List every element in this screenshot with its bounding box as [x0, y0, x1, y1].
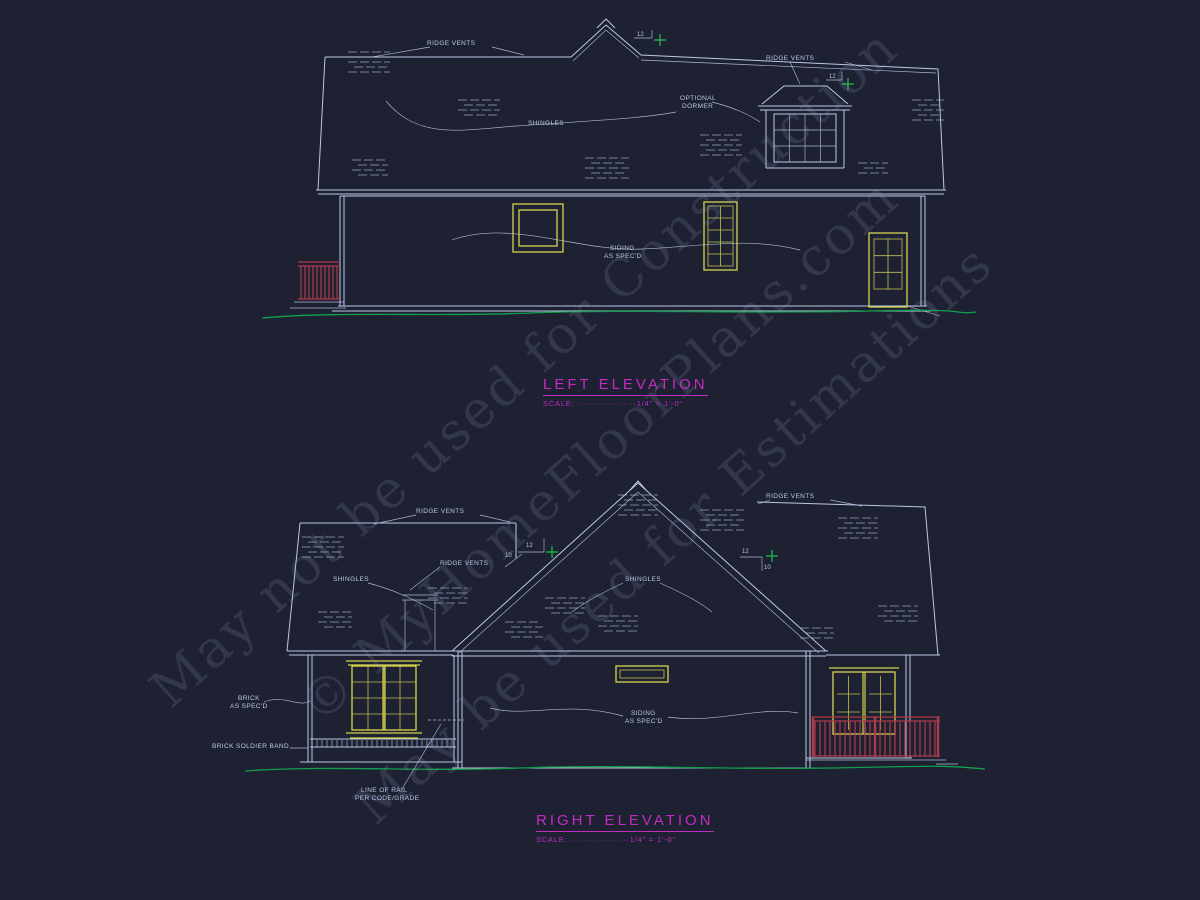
label-shingles-2: SHINGLES	[625, 576, 661, 583]
ground-line	[261, 309, 977, 319]
chimney	[402, 594, 438, 651]
pitch-cross-left	[546, 546, 558, 558]
porch-steps	[290, 301, 346, 309]
square-window-outer	[512, 203, 564, 253]
right-elevation-title-block: RIGHT ELEVATION SCALE: ·················…	[536, 812, 714, 844]
shingle-hatch-patches	[348, 51, 944, 179]
pitch-flag-right	[740, 556, 763, 571]
soldier-band-ticks	[311, 740, 453, 747]
gable-outline	[450, 482, 828, 657]
ridge-vents-leaders-right	[789, 61, 873, 85]
transom-window-outer	[615, 665, 669, 683]
label-siding-spec: AS SPEC'D	[625, 718, 663, 725]
deck-floor	[806, 759, 958, 765]
wall-outline	[332, 195, 931, 312]
label-ridge-vents-1: RIDGE VENTS	[416, 508, 465, 515]
label-optional: OPTIONAL	[680, 95, 716, 102]
tall-window-grid	[708, 206, 733, 266]
gable-inner-rake	[458, 491, 820, 654]
porch-rail	[298, 261, 340, 300]
eave-fascia	[316, 189, 946, 195]
ridge-vents-leaders-left	[371, 46, 525, 58]
pitch-run-left: 10	[505, 553, 512, 559]
label-dormer: DORMER	[682, 103, 713, 110]
label-ridge-vents-3: RIDGE VENTS	[440, 560, 489, 567]
shingles2-leaders	[571, 582, 713, 613]
label-siding-spec: AS SPEC'D	[604, 253, 642, 260]
pitch-flag-peak	[634, 30, 653, 39]
label-rail-1: LINE OF RAIL	[361, 787, 407, 794]
label-siding: SIDING	[631, 710, 656, 717]
pitch-flag-dormer	[826, 72, 843, 81]
right-ridge-line	[640, 59, 937, 74]
rail-leader	[401, 723, 442, 790]
pitch-cross-dormer	[842, 78, 854, 90]
right-elevation-title: RIGHT ELEVATION	[536, 812, 714, 832]
left-elevation-title-block: LEFT ELEVATION SCALE: ··················…	[543, 376, 708, 408]
left-window-header	[346, 660, 422, 666]
pitch-rise-peak: 12	[637, 32, 644, 38]
deck-rail	[811, 716, 940, 757]
left-elevation-title: LEFT ELEVATION	[543, 376, 708, 396]
left-window-sill	[346, 732, 422, 739]
brick-leader	[263, 699, 311, 704]
label-brick-spec: AS SPEC'D	[230, 703, 268, 710]
door-outer	[868, 232, 908, 308]
right-roof-outline	[756, 501, 940, 656]
tall-window-outer	[703, 201, 738, 271]
roof-outline	[317, 24, 945, 191]
pitch-rise-right: 12	[742, 549, 749, 555]
right-elevation-scale: SCALE: ··················1/4" = 1'-0"	[536, 835, 676, 844]
ridge-vents3-leaders	[409, 553, 523, 591]
shingle-hatch-patches	[302, 494, 918, 639]
label-ridge-vents-dormer: RIDGE VENTS	[766, 55, 815, 62]
gable-rake	[572, 29, 640, 62]
left-elevation-drawing: RIDGE VENTS RIDGE VENTS SHINGLES OPTIONA…	[261, 18, 977, 319]
roof-leader-squiggle	[385, 100, 677, 131]
pitch-rise-dormer: 12	[829, 74, 836, 80]
label-shingles-1: SHINGLES	[333, 576, 369, 583]
left-elevation-scale: SCALE: ··················1/4" = 1'-0"	[543, 399, 683, 408]
label-ridge-vents-2: RIDGE VENTS	[766, 493, 815, 500]
dormer-outline	[758, 85, 852, 169]
ridge-vents2-leaders	[757, 499, 863, 507]
siding-leaders	[489, 707, 799, 719]
french-door-outer	[832, 671, 896, 735]
left-roof-outline	[286, 522, 517, 656]
ridge-cap	[596, 18, 616, 29]
label-brick: BRICK	[238, 695, 260, 702]
pitch-rise-left: 12	[526, 543, 533, 549]
square-window-inner	[518, 209, 558, 247]
ground-line	[244, 765, 986, 772]
transom-window-inner	[619, 669, 665, 679]
gable-ridge-cap	[629, 480, 647, 491]
dormer-leader	[711, 101, 761, 123]
left-window-grid	[352, 666, 416, 730]
pitch-flag-left	[518, 538, 545, 553]
label-shingles: SHINGLES	[528, 120, 564, 127]
label-soldier-band: BRICK SOLDIER BAND	[212, 743, 289, 750]
wall-leader-squiggle	[451, 232, 801, 251]
label-ridge-vents-left: RIDGE VENTS	[427, 40, 476, 47]
pitch-cross-peak	[654, 34, 666, 46]
shingles1-leader	[367, 582, 434, 611]
pitch-run-right: 10	[764, 565, 771, 571]
label-rail-2: PER CODE/GRADE	[355, 795, 420, 802]
pitch-cross-right	[766, 550, 778, 562]
label-siding: SIDING	[610, 245, 635, 252]
ridge-vents1-leaders	[373, 514, 511, 525]
walls-outline	[300, 651, 912, 769]
door-glass-grid	[874, 239, 902, 289]
dormer-window-grid	[774, 114, 836, 162]
right-elevation-drawing: RIDGE VENTS RIDGE VENTS RIDGE VENTS SHIN…	[212, 480, 986, 802]
